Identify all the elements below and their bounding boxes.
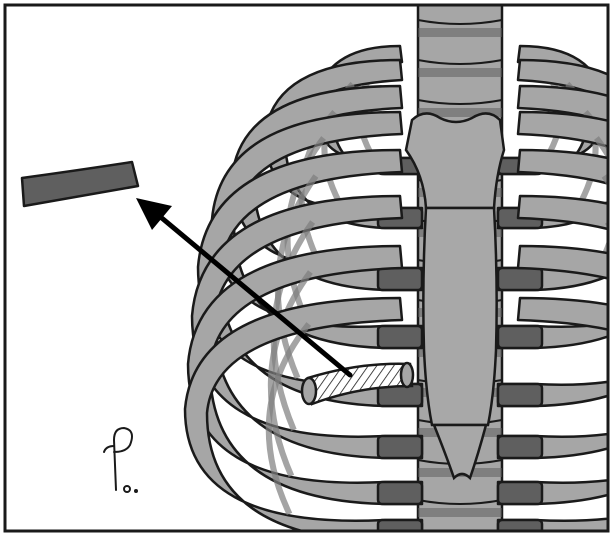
- intervertebral-disc: [418, 28, 502, 37]
- sternum-body: [423, 208, 496, 425]
- costal-cartilage: [378, 326, 422, 348]
- costal-cartilage: [498, 436, 542, 458]
- costal-cartilage: [498, 268, 542, 290]
- rib-cut-end-right: [401, 363, 413, 387]
- costal-cartilage: [498, 384, 542, 406]
- costal-cartilage: [378, 482, 422, 504]
- costal-cartilage: [378, 268, 422, 290]
- intervertebral-disc: [418, 68, 502, 77]
- costal-cartilage: [498, 482, 542, 504]
- intervertebral-disc: [418, 508, 502, 517]
- rib-cut-end-left: [302, 378, 316, 404]
- costal-cartilage: [378, 436, 422, 458]
- costal-cartilage: [498, 326, 542, 348]
